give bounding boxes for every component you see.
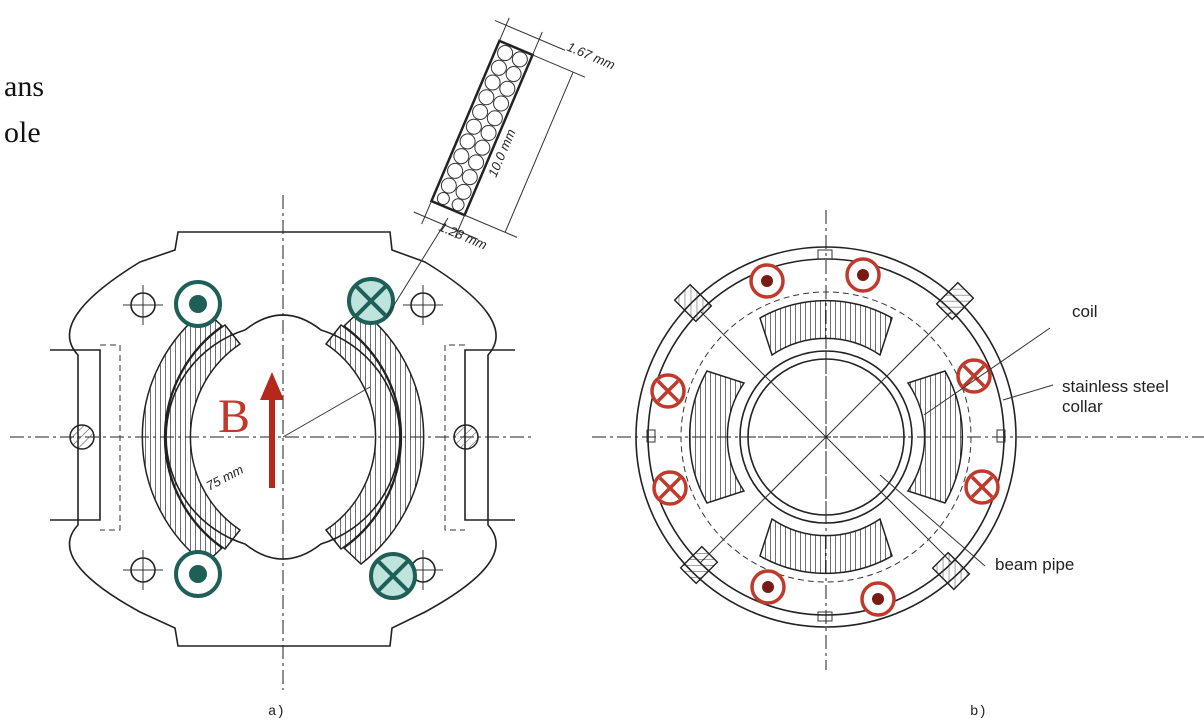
quad-current-out-2 bbox=[845, 257, 881, 293]
quad-coil-top bbox=[759, 299, 893, 357]
collar-label-line-1: stainless steel bbox=[1062, 377, 1169, 396]
cable-detail: 1.67 mm 10.0 mm 1.28 mm bbox=[385, 17, 618, 319]
quad-coil-left bbox=[688, 370, 746, 504]
dipole-bore bbox=[165, 314, 401, 560]
beampipe-leader bbox=[879, 474, 986, 567]
cable-strands bbox=[436, 45, 528, 212]
dipole-left-inner-coil bbox=[164, 323, 242, 551]
dipole-left-slot bbox=[50, 349, 101, 521]
dipole-right-outer-coil bbox=[342, 309, 425, 565]
beampipe-label: beam pipe bbox=[995, 555, 1074, 574]
quad-current-out-3 bbox=[750, 569, 786, 605]
cable-width-label: 1.67 mm bbox=[565, 39, 618, 73]
dipole-yoke-outline bbox=[68, 231, 497, 647]
dipole-right-pin bbox=[453, 424, 479, 450]
dipole-current-out-bottom-left bbox=[174, 550, 222, 598]
quad-current-markers bbox=[650, 257, 1000, 617]
dipole-current-out-top-left bbox=[174, 280, 222, 328]
collar-leader bbox=[1002, 384, 1054, 401]
dipole-bolt-holes bbox=[123, 285, 443, 590]
cable-thickness-label: 1.28 mm bbox=[437, 219, 490, 253]
quad-current-in-4 bbox=[964, 469, 1000, 505]
field-label: B bbox=[218, 390, 250, 443]
quad-coil-bottom bbox=[759, 517, 893, 575]
quad-key-top-left bbox=[673, 283, 713, 323]
coil-leader bbox=[923, 327, 1051, 416]
cable-outline bbox=[429, 39, 535, 217]
dipole-cross-section: 75 mm B a) bbox=[10, 195, 535, 720]
dipole-left-pin bbox=[69, 424, 95, 450]
cropped-text-line-1: ans bbox=[4, 70, 44, 103]
quad-current-in-2 bbox=[956, 358, 992, 394]
dipole-right-inner-coil bbox=[324, 323, 402, 551]
quad-outer-yoke bbox=[635, 246, 1017, 628]
quad-current-in-1 bbox=[650, 373, 686, 409]
quad-current-in-3 bbox=[652, 470, 688, 506]
dipole-caption: a) bbox=[268, 704, 285, 720]
dipole-current-in-bottom-right bbox=[369, 552, 417, 600]
aperture-label: 75 mm bbox=[204, 462, 246, 494]
aperture-leader bbox=[282, 386, 371, 438]
quad-collar-inner bbox=[680, 291, 972, 583]
quad-key-bottom-left bbox=[679, 545, 719, 585]
cropped-text-line-2: ole bbox=[4, 116, 41, 149]
quad-coil-right bbox=[906, 370, 964, 504]
quad-current-out-4 bbox=[860, 581, 896, 617]
dipole-current-in-top-right bbox=[347, 277, 395, 325]
quad-current-out-1 bbox=[749, 263, 785, 299]
quadrupole-cross-section: coil stainless steel collar beam pipe b) bbox=[592, 210, 1204, 720]
quad-caption: b) bbox=[970, 704, 987, 720]
coil-label: coil bbox=[1072, 302, 1098, 321]
quad-key-bottom-right bbox=[931, 551, 971, 591]
quad-key-top-right bbox=[935, 281, 975, 321]
field-arrow-head bbox=[260, 372, 284, 400]
dipole-current-markers bbox=[174, 277, 417, 600]
collar-label-line-2: collar bbox=[1062, 397, 1103, 416]
cable-leader bbox=[385, 217, 449, 319]
